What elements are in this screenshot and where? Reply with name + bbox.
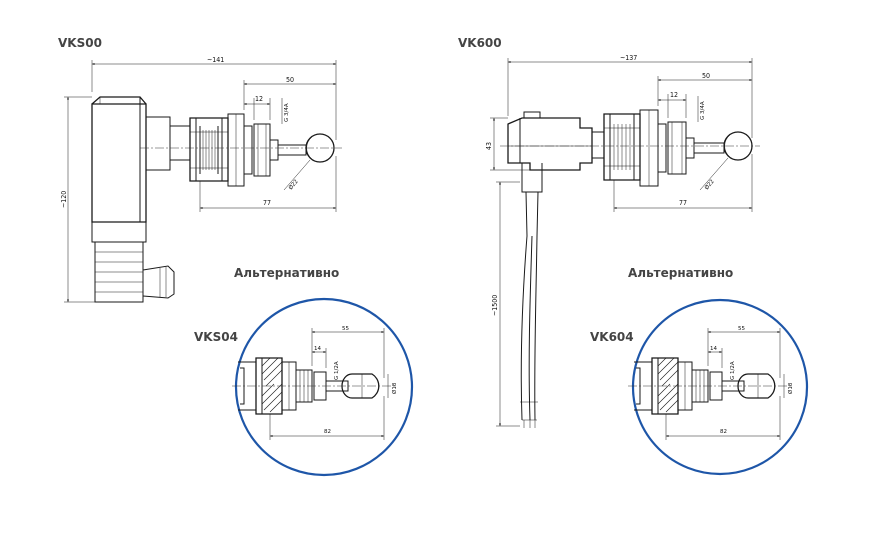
dim-vk604-14: 14 <box>710 346 717 352</box>
vk600-drawing: ~137 50 12 G 3/4A Ø22 77 43 ~1500 <box>485 54 760 428</box>
title-vks00: VKS00 <box>58 36 102 50</box>
dim-vk600-height: 43 <box>485 142 493 150</box>
dim-vks00-overall: ~141 <box>207 56 224 64</box>
dim-vk600-50: 50 <box>702 72 710 80</box>
label-alternative-right: Альтернативно <box>628 266 733 280</box>
vks04-inset: 55 14 G 1/2A Ø18 82 <box>232 297 414 477</box>
dim-vk604-82: 82 <box>720 429 727 435</box>
dim-vks00-77: 77 <box>263 199 271 207</box>
dim-vks04-82: 82 <box>324 429 331 435</box>
title-vks04: VKS04 <box>194 330 238 344</box>
dim-vk604-ball: Ø18 <box>787 382 794 394</box>
vks04-highlight-circle <box>234 297 414 477</box>
vks00-drawing: ~141 50 12 G 3/4A Ø22 77 ~120 <box>60 56 342 303</box>
dim-vks00-50: 50 <box>286 76 294 84</box>
dim-vk600-ball: Ø22 <box>703 178 716 191</box>
dim-vks04-ball: Ø18 <box>391 382 398 394</box>
dim-vk600-cable: ~1500 <box>491 295 499 316</box>
dim-vks00-12: 12 <box>255 95 263 103</box>
label-alternative-left: Альтернативно <box>234 266 339 280</box>
dim-vks00-thread: G 3/4A <box>284 103 290 122</box>
dim-vk600-77: 77 <box>679 199 687 207</box>
dim-vk604-thread: G 1/2A <box>730 361 736 380</box>
dim-vks00-ball: Ø22 <box>287 178 300 191</box>
title-vk600: VK600 <box>458 36 502 50</box>
dim-vks04-55: 55 <box>342 326 349 332</box>
dim-vks00-height: ~120 <box>60 191 68 208</box>
dim-vk604-55: 55 <box>738 326 745 332</box>
vk604-inset: 55 14 G 1/2A Ø18 82 <box>628 298 809 476</box>
dim-vks04-14: 14 <box>314 346 321 352</box>
dim-vks04-thread: G 1/2A <box>334 361 340 380</box>
vk604-highlight-circle <box>631 298 809 476</box>
dim-vk600-thread: G 3/4A <box>700 101 706 120</box>
dim-vk600-overall: ~137 <box>620 54 637 62</box>
dim-vk600-12: 12 <box>670 91 678 99</box>
title-vk604: VK604 <box>590 330 634 344</box>
